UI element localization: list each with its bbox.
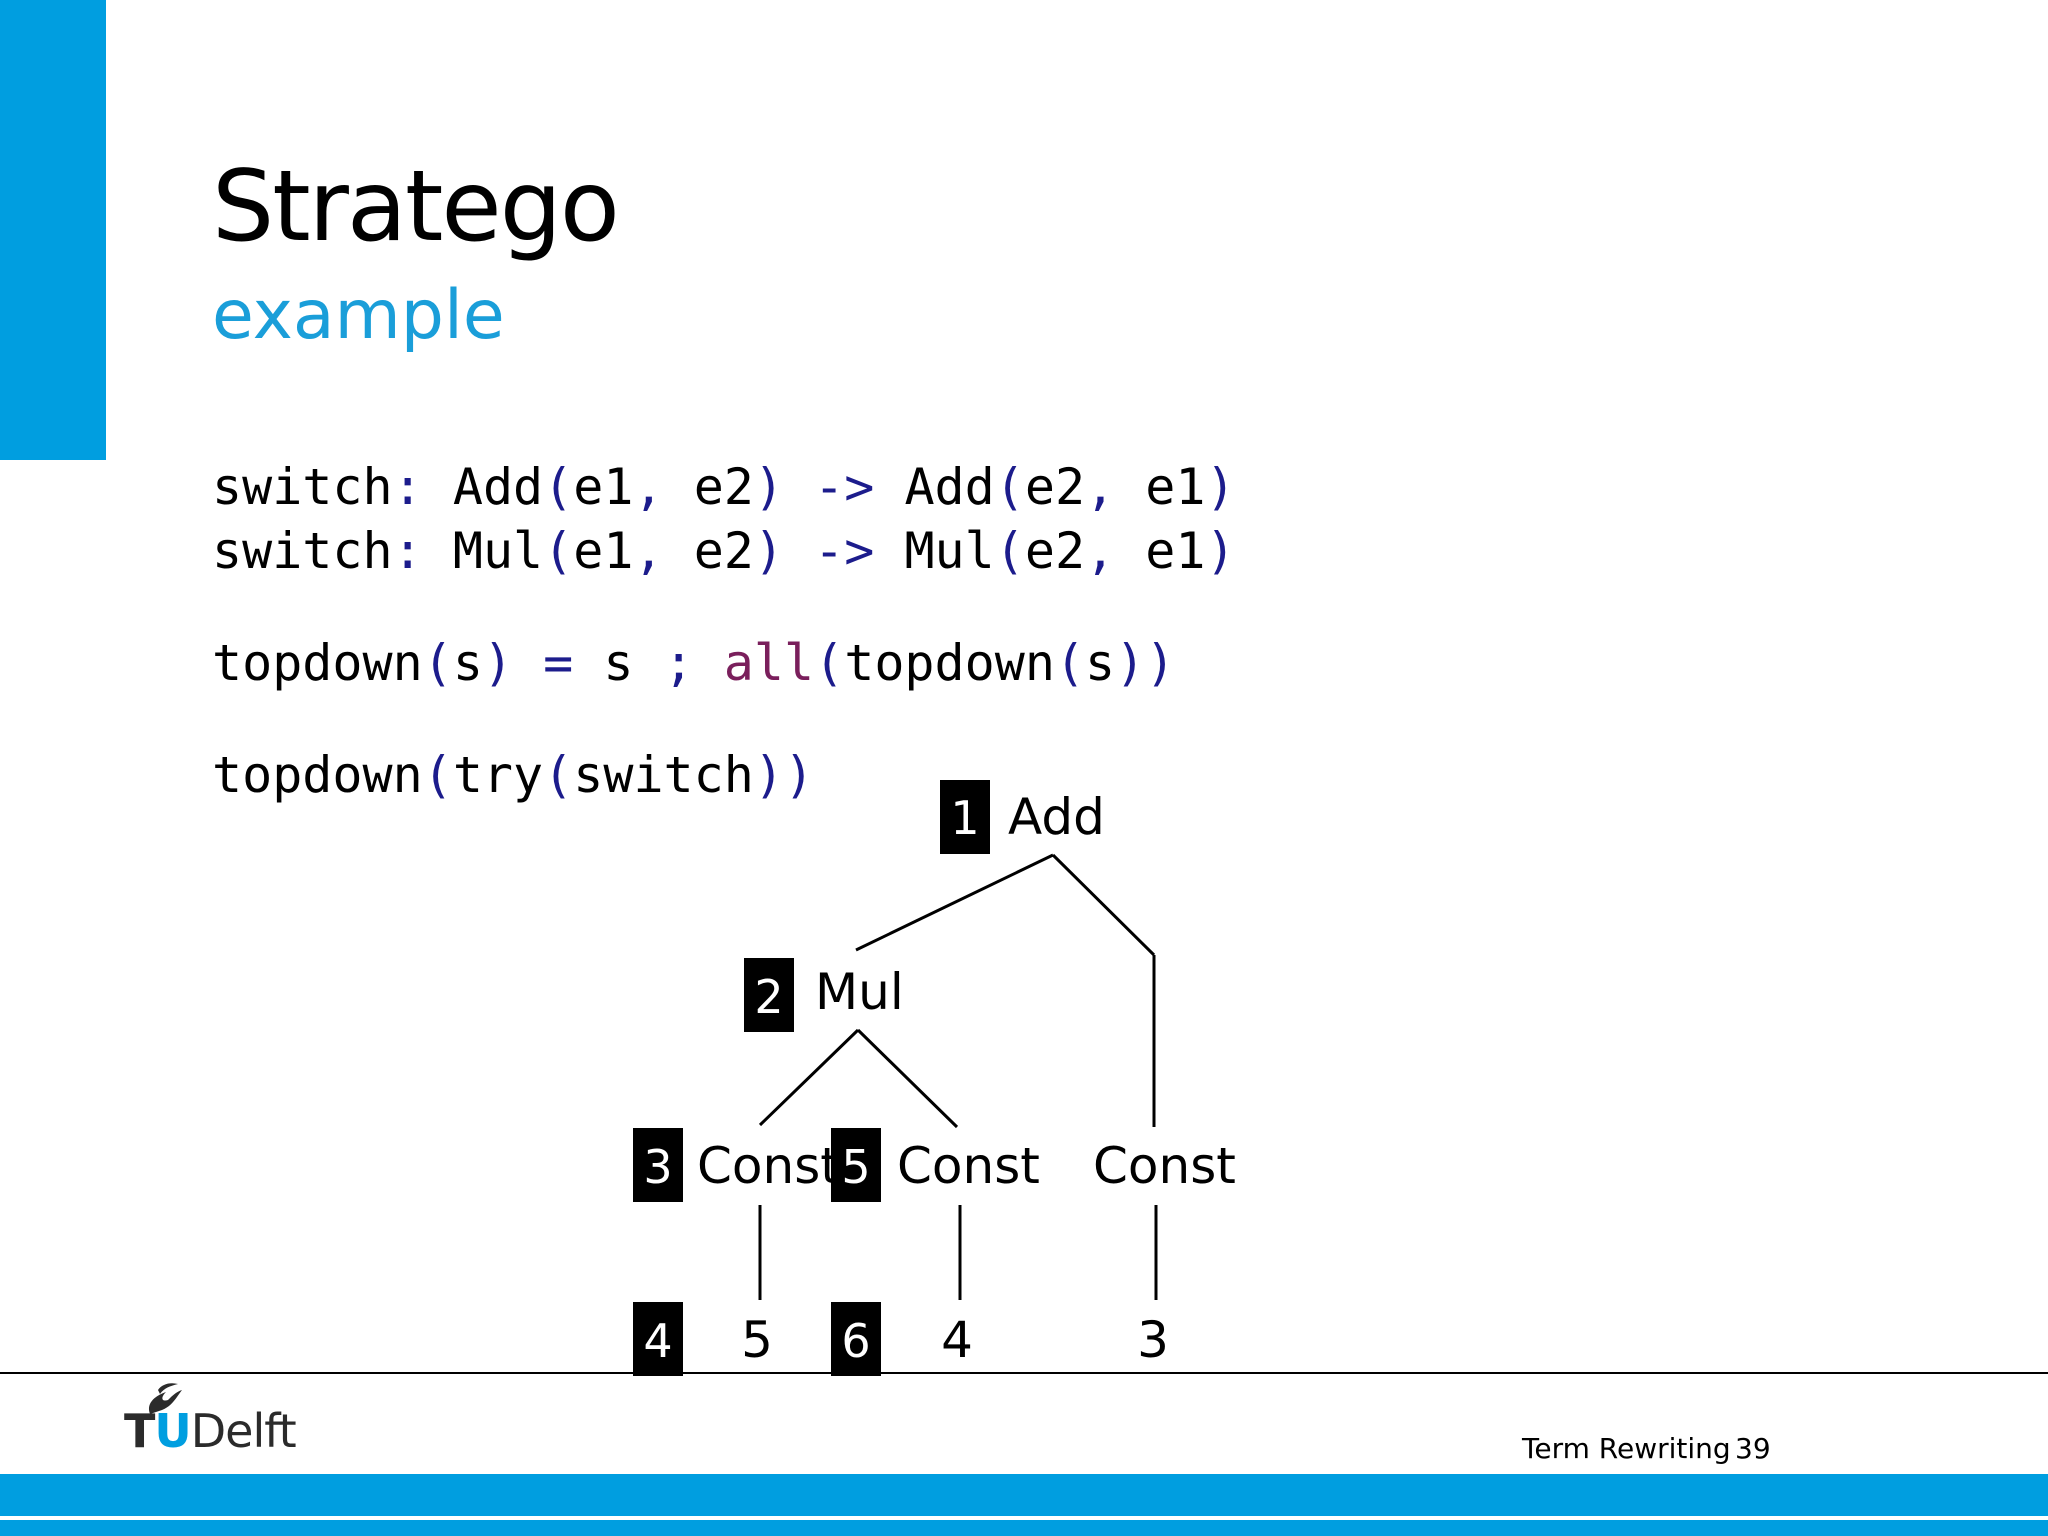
edge-add-const3-a [1051,853,1156,957]
code-token: s [603,634,664,692]
code-token: e2 [1024,522,1086,580]
code-token: ( [994,522,1025,580]
bottom-accent-bar [0,1474,2048,1516]
step-badge-5-label: 5 [841,1140,870,1194]
code-line-switch-mul: switch: Mul(e1, e2) -> Mul(e2, e1) [212,526,1236,576]
page-number: 39 [1735,1432,1771,1465]
tree-node-mul: 2 Mul [744,958,904,1032]
node-const1-label: Const [697,1137,840,1195]
flame-icon [148,1383,182,1414]
step-badge-4 [633,1302,683,1376]
step-badge-3-label: 3 [643,1140,672,1194]
step-badge-4-label: 4 [643,1314,672,1368]
code-token: e1 [1145,522,1206,580]
code-token: switch [573,746,754,804]
code-token: e1 [1145,458,1206,516]
step-badge-3 [633,1128,683,1202]
logo-letter-u: U [154,1404,191,1458]
step-badge-5 [831,1128,881,1202]
node-leaf4-label: 4 [941,1311,973,1369]
code-token: , [1085,458,1146,516]
code-token: ) [1205,458,1236,516]
code-token: , [633,522,694,580]
code-token: )) [1115,634,1176,692]
footer-course-title: Term Rewriting [1522,1432,1731,1465]
tree-edges [758,853,1158,1300]
code-line-topdown-def: topdown(s) = s ; all(topdown(s)) [212,638,1175,688]
code-token: ) -> [753,458,905,516]
code-token: , [1085,522,1146,580]
tree-node-leaf4: 6 4 [831,1302,973,1376]
step-badge-6-label: 6 [841,1314,870,1368]
tree-node-add: 1 Add [940,780,1105,854]
code-token: Mul [904,522,995,580]
node-const2-label: Const [897,1137,1040,1195]
code-token: s [1085,634,1116,692]
node-mul-label: Mul [815,963,904,1021]
code-token: all [723,634,815,692]
node-add-label: Add [1008,788,1105,846]
edge-add-mul [855,853,1054,952]
logo-delft: Delft [190,1404,297,1458]
code-token: ( [422,746,453,804]
tree-node-leaf5: 4 5 [633,1302,773,1376]
tree-node-const1: 3 Const [633,1128,840,1202]
code-token: s [452,634,483,692]
code-line-switch-add: switch: Add(e1, e2) -> Add(e2, e1) [212,462,1236,512]
logo-letter-t: T [124,1404,155,1458]
code-token: e2 [693,522,754,580]
accent-bar [0,0,106,460]
step-badge-1 [940,780,990,854]
code-token: ; [663,634,724,692]
code-token: ( [814,634,845,692]
tudelft-logo: TUDelft [124,1382,344,1462]
code-token: e2 [693,458,754,516]
bottom-accent-strip [0,1520,2048,1536]
edge-mul-const2 [856,1028,959,1129]
code-token: ) -> [753,522,905,580]
code-token: e1 [573,458,634,516]
code-token: try [452,746,544,804]
footer-divider [0,1372,2048,1374]
node-const3-label: Const [1093,1137,1236,1195]
code-token: ( [994,458,1025,516]
node-leaf5-label: 5 [741,1311,773,1369]
logo-wordmark: TUDelft [124,1408,297,1454]
tree-node-const3: Const [1093,1137,1236,1195]
term-tree-diagram: 1 Add 2 Mul 3 Const 5 Const Const 4 5 6 … [633,780,1236,1376]
code-token: ( [543,458,574,516]
code-token: ) = [482,634,604,692]
code-token: e2 [1024,458,1086,516]
node-leaf3-label: 3 [1137,1311,1169,1369]
code-token: : [392,522,453,580]
code-token: , [633,458,694,516]
step-badge-2-label: 2 [754,970,783,1024]
code-token: switch [212,458,393,516]
code-token: ( [422,634,453,692]
step-badge-6 [831,1302,881,1376]
edge-mul-const1 [758,1028,860,1127]
code-token: topdown [844,634,1055,692]
code-token: Mul [452,522,544,580]
tree-node-const2: 5 Const [831,1128,1040,1202]
code-token: ( [1054,634,1086,692]
step-badge-1-label: 1 [950,791,979,845]
step-badge-2 [744,958,794,1032]
code-token: ) [1205,522,1236,580]
code-line-topdown-call: topdown(try(switch)) [212,750,814,800]
code-token: Add [452,458,544,516]
code-token: topdown [212,746,423,804]
code-token: )) [753,746,815,804]
slide-subtitle: example [212,276,505,355]
code-token: ( [543,746,574,804]
code-token: : [392,458,453,516]
tree-node-leaf3: 3 [1137,1311,1169,1369]
code-token: Add [904,458,995,516]
code-token: ( [543,522,574,580]
code-token: topdown [212,634,423,692]
code-token: e1 [573,522,634,580]
code-token: switch [212,522,393,580]
slide-title: Stratego [212,150,620,264]
